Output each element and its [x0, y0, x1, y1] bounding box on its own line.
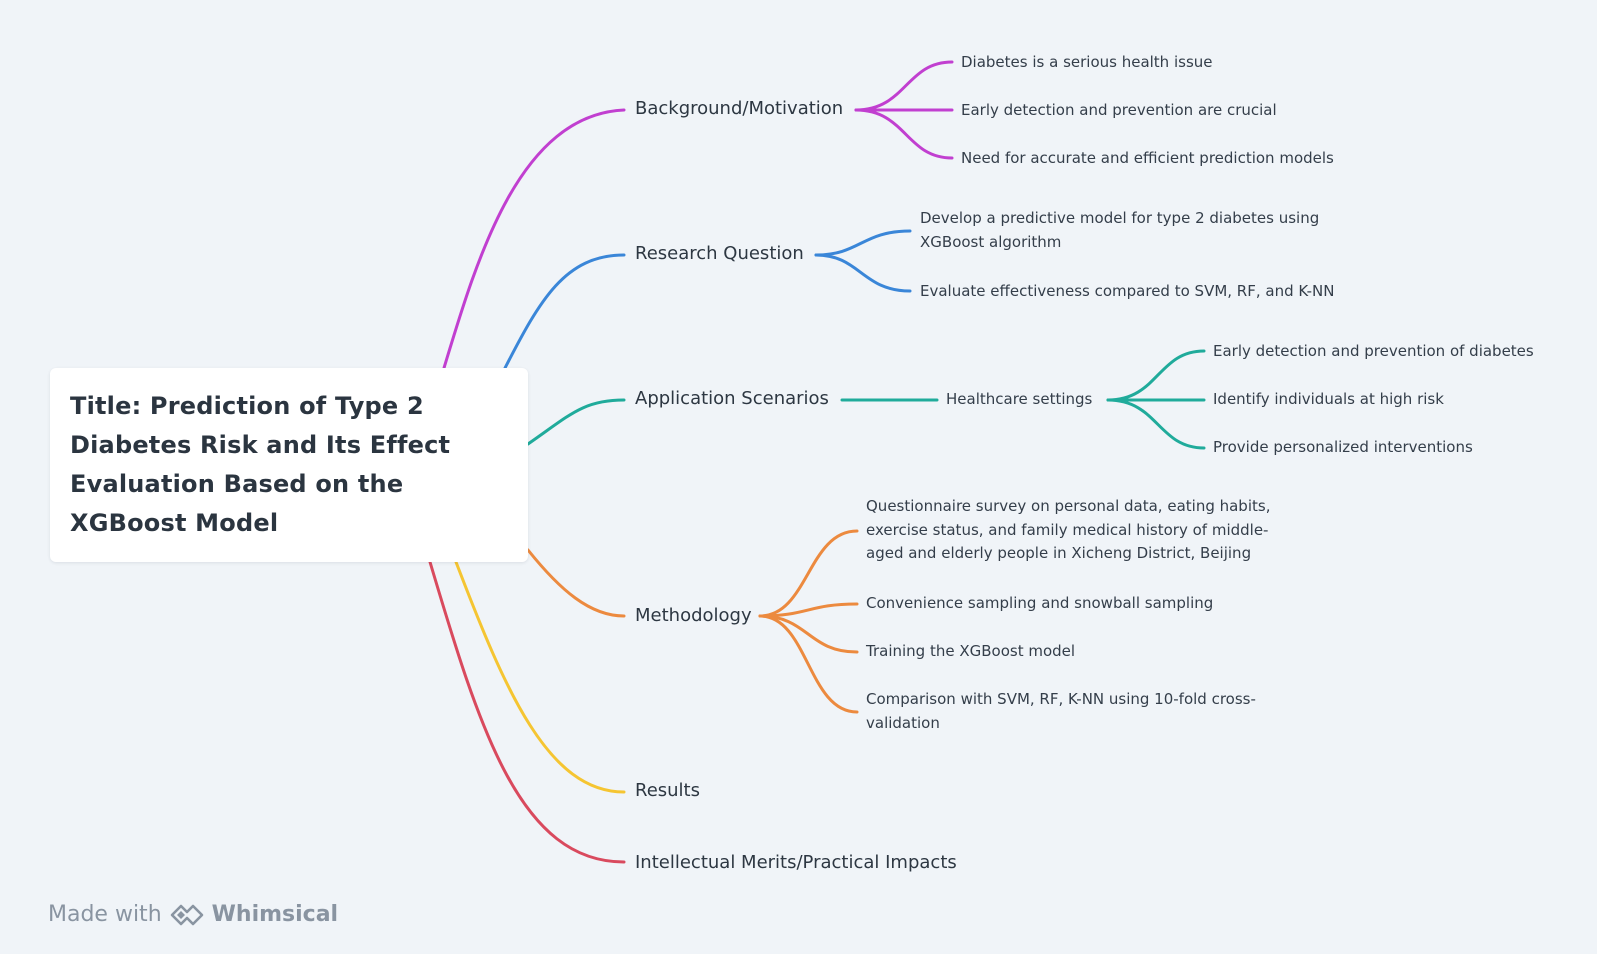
leaf-node[interactable]: Provide personalized interventions [1213, 438, 1473, 456]
leaf-node[interactable]: Need for accurate and efficient predicti… [961, 149, 1334, 167]
branch-methodology[interactable]: Methodology [635, 605, 752, 626]
leaf-node[interactable]: Convenience sampling and snowball sampli… [866, 594, 1214, 612]
connector-methodology [526, 548, 626, 618]
connector-merits [428, 560, 626, 864]
footer-prefix: Made with [48, 902, 162, 927]
connector-leaf [814, 229, 912, 257]
connector-leaf [758, 614, 859, 714]
branch-research-question[interactable]: Research Question [635, 243, 804, 264]
connector-application [526, 398, 626, 446]
connector-leaf [1106, 349, 1206, 402]
leaf-node[interactable]: Early detection and prevention of diabet… [1213, 342, 1534, 360]
leaf-node[interactable]: Early detection and prevention are cruci… [961, 101, 1277, 119]
connector-leaf [758, 529, 859, 618]
leaf-node[interactable]: Questionnaire survey on personal data, e… [866, 497, 1271, 562]
leaf-node[interactable]: Training the XGBoost model [866, 642, 1076, 660]
connector-leaf [1106, 398, 1206, 450]
whimsical-logo-icon [170, 903, 204, 927]
leaf-node[interactable]: Identify individuals at high risk [1213, 390, 1444, 408]
sub-branch-healthcare-settings[interactable]: Healthcare settings [946, 390, 1093, 408]
root-node[interactable]: Title: Prediction of Type 2 Diabetes Ris… [50, 368, 528, 562]
connector-leaf [854, 108, 954, 160]
connector-leaf [814, 253, 912, 293]
root-title: Title: Prediction of Type 2 Diabetes Ris… [70, 392, 451, 537]
leaf-node[interactable]: Develop a predictive model for type 2 di… [920, 209, 1320, 251]
connector-research [503, 253, 626, 370]
connector-leaf [758, 602, 859, 618]
connector-results [454, 560, 626, 794]
leaf-node[interactable]: Comparison with SVM, RF, K-NN using 10-f… [866, 690, 1256, 732]
branch-intellectual-merits[interactable]: Intellectual Merits/Practical Impacts [635, 852, 957, 873]
leaf-node[interactable]: Diabetes is a serious health issue [961, 53, 1213, 71]
branch-background-motivation[interactable]: Background/Motivation [635, 98, 844, 119]
branch-application-scenarios[interactable]: Application Scenarios [635, 388, 829, 409]
connector-leaf [758, 614, 859, 654]
footer-brand: Whimsical [211, 902, 339, 927]
made-with-whimsical[interactable]: Made with Whimsical [48, 902, 338, 927]
leaf-node[interactable]: Evaluate effectiveness compared to SVM, … [920, 282, 1335, 300]
connector-leaf [854, 60, 954, 112]
branch-results[interactable]: Results [635, 780, 700, 801]
connector-background [442, 108, 626, 370]
